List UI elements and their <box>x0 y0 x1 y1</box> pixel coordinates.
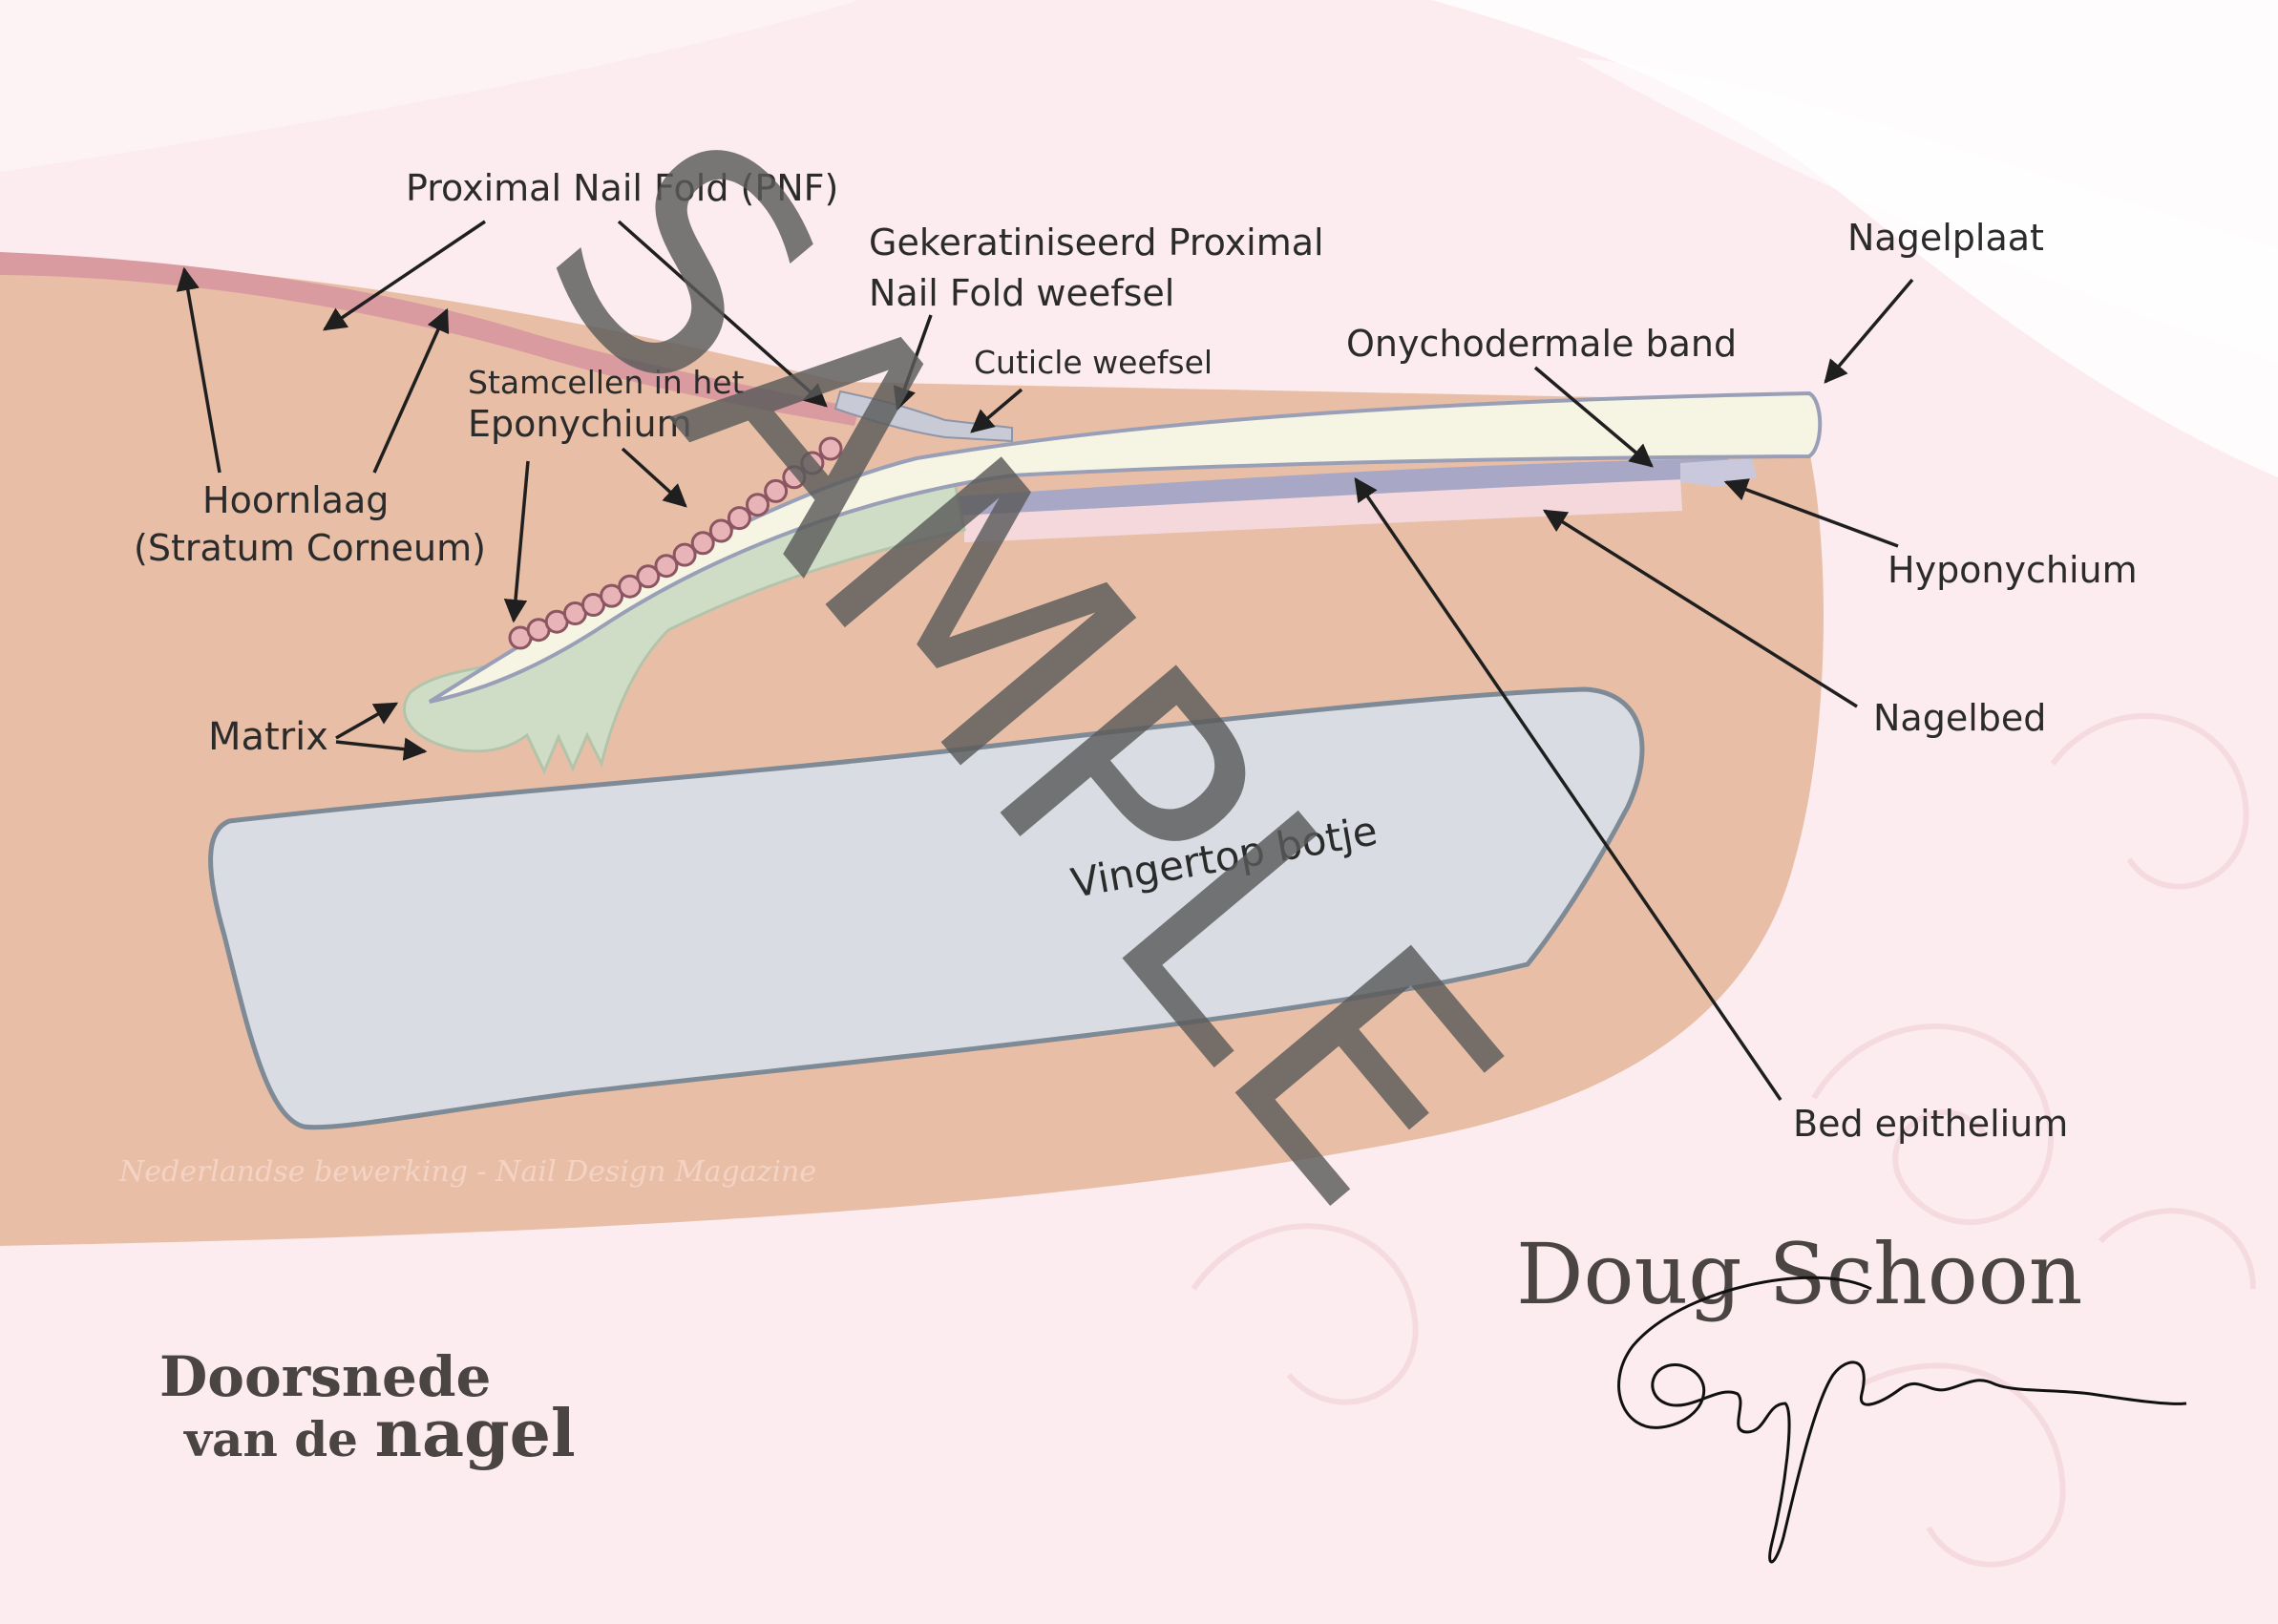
stem-cell <box>727 506 751 531</box>
arrow-onychodermal <box>1533 366 1654 468</box>
title-line-2: van de nagel <box>183 1396 576 1472</box>
label-keratinized-pnf-2: Nail Fold weefsel <box>869 272 1174 314</box>
label-horny-layer-1: Hoornlaag <box>202 479 389 521</box>
label-matrix: Matrix <box>208 715 328 759</box>
stem-cell <box>600 583 624 608</box>
stem-cell <box>818 436 843 461</box>
credit-line: Nederlandse bewerking - Nail Design Maga… <box>118 1155 816 1189</box>
arrow-cuticle <box>970 388 1023 433</box>
diagram-title: Doorsnede van de nagel <box>159 1344 576 1472</box>
labels: Proximal Nail Fold (PNF) Gekeratiniseerd… <box>134 167 2138 1145</box>
label-keratinized-pnf-1: Gekeratiniseerd Proximal <box>869 221 1324 264</box>
label-proximal-nail-fold: Proximal Nail Fold (PNF) <box>406 167 838 209</box>
nail-bed <box>964 477 1682 542</box>
arrow-pnf-right <box>617 220 828 408</box>
arrow-bed-epithelium <box>1354 476 1782 1101</box>
arrow-pnf-left <box>322 220 486 331</box>
label-cuticle: Cuticle weefsel <box>974 344 1213 381</box>
label-horny-layer-2: (Stratum Corneum) <box>134 527 486 569</box>
arrow-matrix-lower <box>335 737 428 761</box>
title-line-2b: nagel <box>375 1396 576 1472</box>
stem-cell <box>782 465 807 490</box>
title-line-1: Doorsnede <box>159 1344 491 1409</box>
stem-cell <box>764 478 789 503</box>
label-arrows <box>176 220 1914 1101</box>
label-stem-cells-2: Eponychium <box>468 403 692 445</box>
keratinized-tissue <box>833 390 1013 443</box>
arrow-stem-cells-right <box>621 447 687 508</box>
signature <box>1617 1276 2187 1564</box>
arrow-stratum-right <box>372 307 450 474</box>
bed-epithelium <box>955 458 1738 516</box>
title-line-2a: van de <box>183 1411 358 1467</box>
label-stem-cells-1: Stamcellen in het <box>468 364 745 401</box>
stem-cell <box>690 531 715 556</box>
label-nagelplaat: Nagelplaat <box>1847 217 2044 259</box>
label-onychodermal: Onychodermale band <box>1346 323 1737 365</box>
author-name: Doug Schoon <box>1516 1225 2082 1323</box>
stem-cell <box>654 554 679 579</box>
stem-cell <box>636 564 661 589</box>
stratum-corneum <box>0 252 859 426</box>
stem-cell <box>672 542 697 567</box>
label-nagelbed: Nagelbed <box>1873 697 2046 739</box>
arrow-nagelplaat <box>1824 278 1914 384</box>
stem-cell <box>800 451 825 475</box>
arrow-keratinized <box>893 314 933 411</box>
label-bed-epithelium: Bed epithelium <box>1793 1103 2068 1145</box>
arrow-hyponychium <box>1723 478 1899 548</box>
stem-cell <box>708 518 733 543</box>
label-hyponychium: Hyponychium <box>1888 549 2138 591</box>
stem-cell <box>618 574 643 599</box>
arrow-stem-cells-down <box>503 460 530 623</box>
arrow-nagelbed <box>1542 509 1858 708</box>
arrow-stratum-left <box>176 266 221 474</box>
stem-cells <box>508 436 843 650</box>
stem-cell <box>746 493 770 517</box>
finger-bone <box>208 686 1645 1130</box>
arrow-matrix-upper <box>335 702 399 740</box>
